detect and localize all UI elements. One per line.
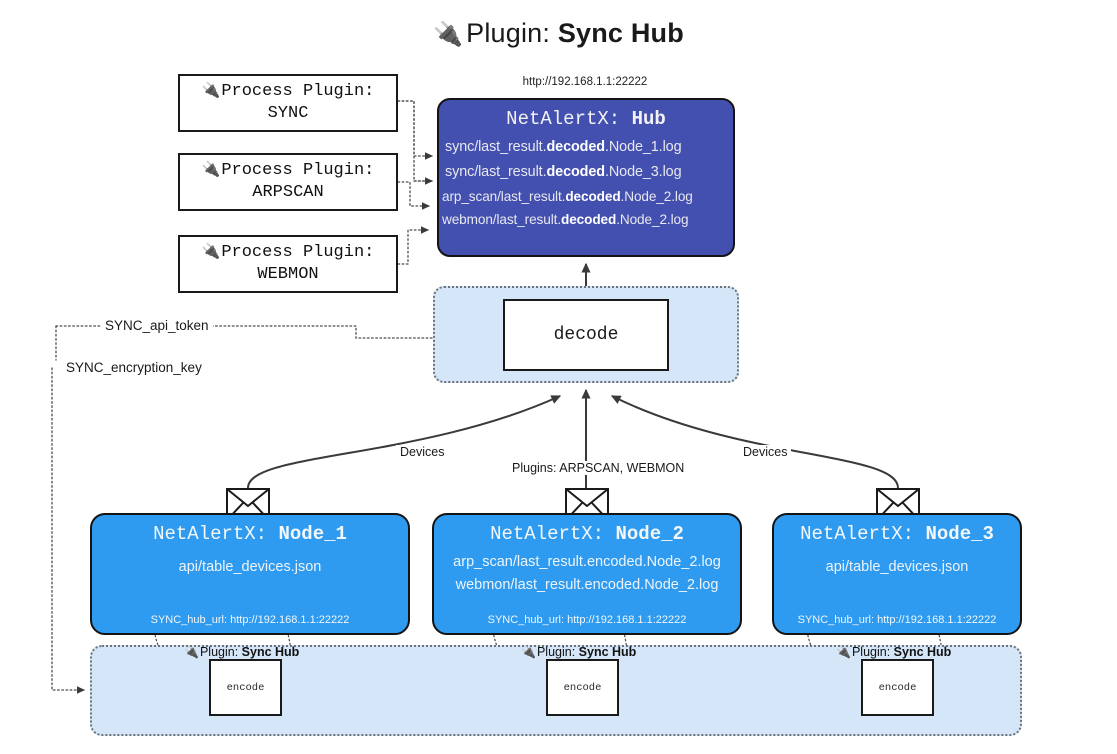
encode-box-node-1[interactable]: encode: [209, 659, 282, 716]
process-plugin-sync-name: SYNC: [267, 104, 309, 123]
plug-icon: 🔌: [433, 21, 464, 48]
plugin-tag-node-2: 🔌Plugin: Sync Hub: [521, 645, 637, 659]
node-title: NetAlertX: Node_2: [490, 523, 684, 545]
node-title: NetAlertX: Node_1: [153, 523, 347, 545]
edge-label-plugins: Plugins: ARPSCAN, WEBMON: [508, 461, 689, 475]
node-log-line: api/table_devices.json: [178, 559, 322, 575]
edge-label-devices-right: Devices: [739, 445, 792, 459]
hub-log-line: sync/last_result.decoded.Node_3.log: [445, 163, 682, 180]
encode-box-node-2[interactable]: encode: [546, 659, 619, 716]
process-plugin-sync-label: 🔌Process Plugin:: [201, 82, 375, 102]
page-title-name: Sync Hub: [557, 18, 684, 48]
page-title-prefix: Plugin:: [466, 18, 551, 48]
node-box-node-3[interactable]: NetAlertX: Node_3 api/table_devices.json…: [772, 513, 1022, 635]
plug-icon: 🔌: [521, 645, 536, 659]
process-plugin-webmon[interactable]: 🔌Process Plugin: WEBMON: [178, 235, 398, 293]
encode-box-node-3[interactable]: encode: [861, 659, 934, 716]
hub-node-box[interactable]: NetAlertX: Hub sync/last_result.decoded.…: [437, 98, 735, 257]
process-plugin-webmon-name: WEBMON: [257, 265, 319, 284]
plug-icon: 🔌: [184, 645, 199, 659]
node-box-node-2[interactable]: NetAlertX: Node_2 arp_scan/last_result.e…: [432, 513, 742, 635]
node-hub-url: SYNC_hub_url: http://192.168.1.1:22222: [150, 614, 350, 626]
process-plugin-arpscan-name: ARPSCAN: [252, 183, 324, 202]
plugin-tag-node-1: 🔌Plugin: Sync Hub: [184, 645, 300, 659]
sync-encryption-key-label: SYNC_encryption_key: [62, 360, 206, 375]
node-box-node-1[interactable]: NetAlertX: Node_1 api/table_devices.json…: [90, 513, 410, 635]
process-plugin-sync[interactable]: 🔌Process Plugin: SYNC: [178, 74, 398, 132]
node-hub-url: SYNC_hub_url: http://192.168.1.1:22222: [487, 614, 687, 626]
plugin-tag-node-3: 🔌Plugin: Sync Hub: [836, 645, 952, 659]
hub-url-label: http://192.168.1.1:22222: [522, 76, 648, 88]
process-plugin-arpscan-label: 🔌Process Plugin:: [201, 161, 375, 181]
hub-log-line: sync/last_result.decoded.Node_1.log: [445, 139, 682, 155]
hub-log-line: webmon/last_result.decoded.Node_2.log: [442, 211, 689, 227]
plug-icon: 🔌: [201, 161, 221, 179]
node-log-line: webmon/last_result.encoded.Node_2.log: [455, 577, 719, 594]
node-log-line: arp_scan/last_result.encoded.Node_2.log: [453, 554, 721, 570]
edge-label-devices-left: Devices: [396, 445, 449, 459]
node-log-line: api/table_devices.json: [825, 559, 969, 575]
hub-title: NetAlertX: Hub: [506, 108, 666, 130]
plug-icon: 🔌: [201, 243, 221, 261]
decode-box[interactable]: decode: [503, 299, 669, 371]
plug-icon: 🔌: [201, 82, 221, 100]
process-plugin-webmon-label: 🔌Process Plugin:: [201, 243, 375, 263]
node-hub-url: SYNC_hub_url: http://192.168.1.1:22222: [797, 614, 997, 626]
node-title: NetAlertX: Node_3: [800, 523, 994, 545]
hub-log-line: arp_scan/last_result.decoded.Node_2.log: [442, 188, 693, 204]
process-plugin-arpscan[interactable]: 🔌Process Plugin: ARPSCAN: [178, 153, 398, 211]
sync-api-token-label: SYNC_api_token: [101, 318, 213, 333]
page-title: 🔌Plugin: Sync Hub: [0, 18, 1117, 49]
plug-icon: 🔌: [836, 645, 851, 659]
